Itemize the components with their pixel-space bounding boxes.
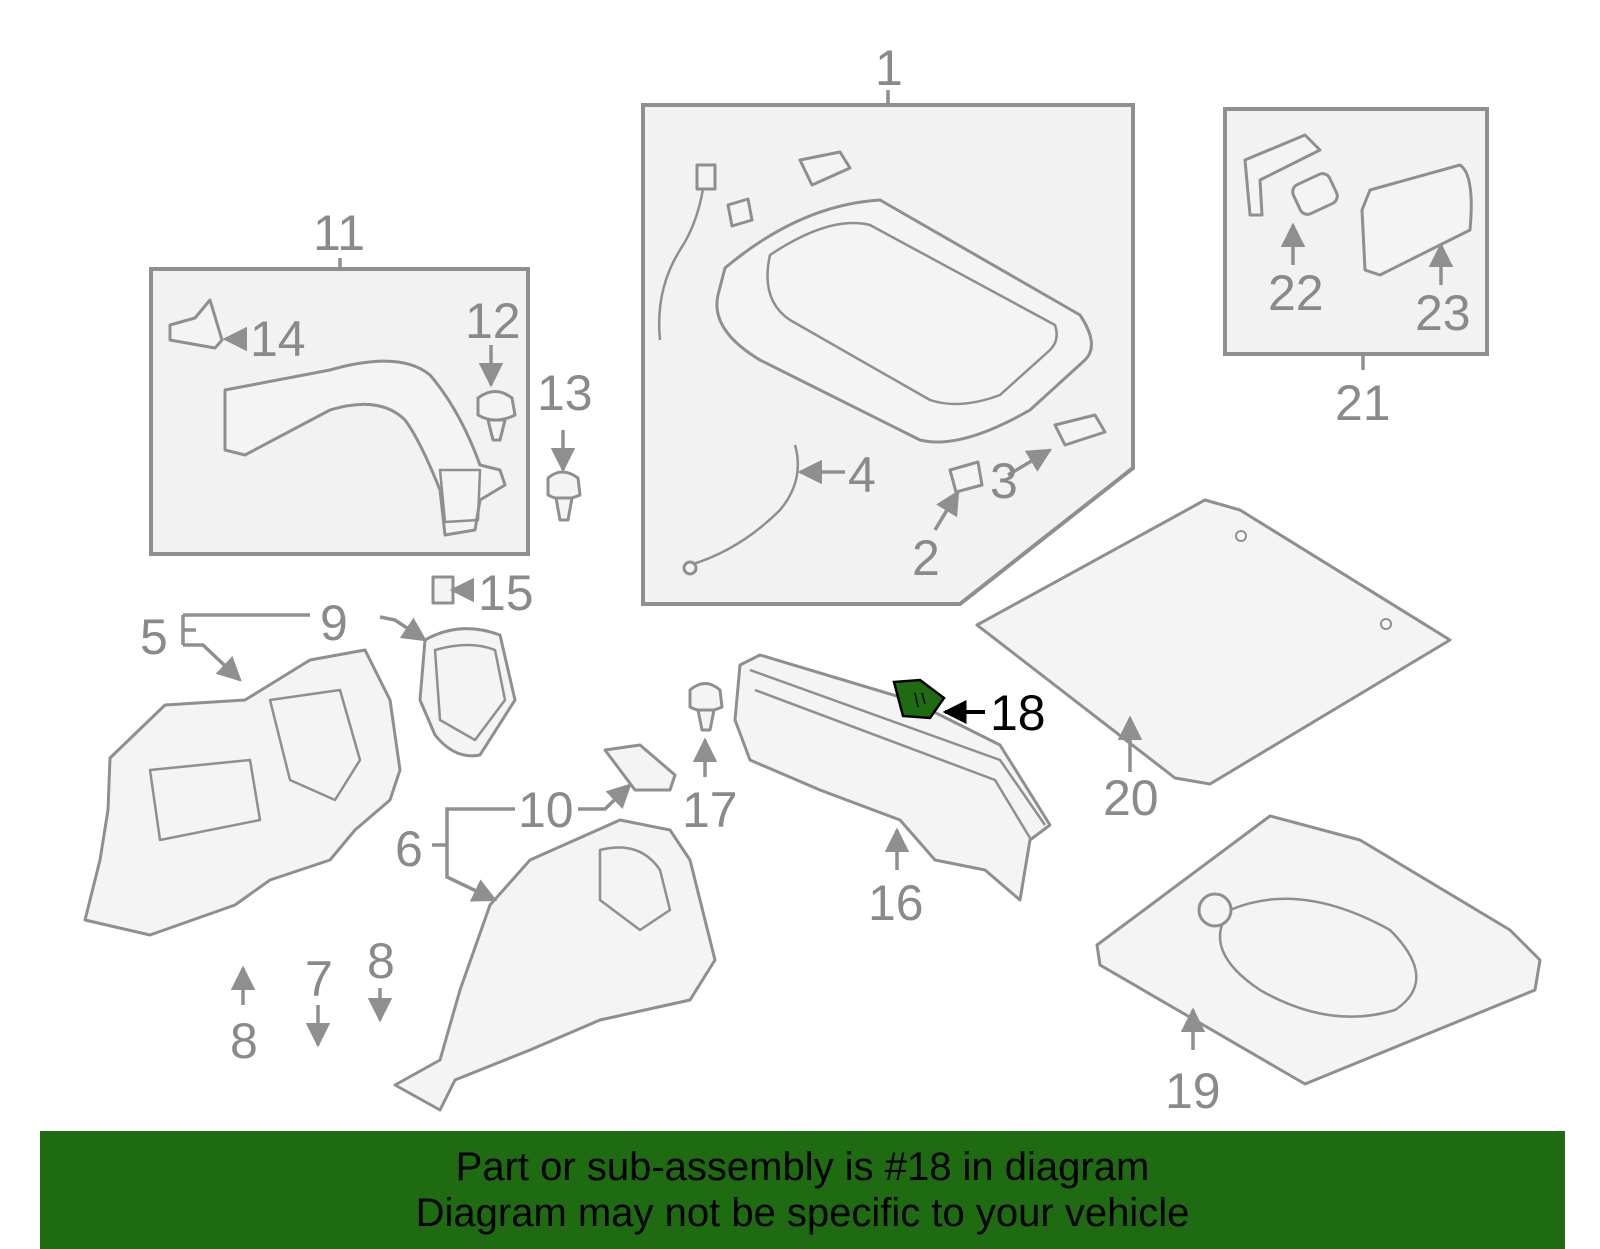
callout-3: 3 — [990, 453, 1018, 509]
callout-13: 13 — [537, 365, 593, 421]
callout-21: 21 — [1335, 375, 1391, 431]
callout-5: 5 — [140, 609, 168, 665]
callout-10: 10 — [518, 782, 574, 838]
callout-16: 16 — [868, 875, 924, 931]
callout-18: 18 — [990, 685, 1046, 741]
info-banner: Part or sub-assembly is #18 in diagram D… — [40, 1131, 1565, 1249]
callout-4: 4 — [848, 447, 876, 503]
callout-11: 11 — [313, 205, 365, 261]
callout-14: 14 — [250, 311, 306, 367]
bracket-14-part — [168, 298, 224, 350]
spare-tray-19-part[interactable] — [1095, 814, 1542, 1086]
callout-9: 9 — [320, 595, 348, 651]
callout-19: 19 — [1165, 1063, 1221, 1119]
quarter-trim-5-part[interactable] — [83, 648, 402, 937]
small-parts-21 — [1243, 133, 1473, 277]
callout-22: 22 — [1268, 265, 1324, 321]
callout-15: 15 — [478, 565, 534, 621]
leader-lines — [181, 222, 1454, 1050]
clip-17-part — [688, 682, 724, 732]
callout-20: 20 — [1103, 770, 1159, 826]
cover-18-part-highlighted[interactable] — [892, 678, 946, 720]
cover-9-part — [418, 627, 517, 758]
clip-15-part — [431, 575, 455, 605]
quarter-trim-upper-part[interactable] — [223, 359, 507, 537]
package-tray-part[interactable] — [715, 198, 1093, 444]
banner-line-1: Part or sub-assembly is #18 in diagram — [455, 1145, 1150, 1189]
callout-8b: 8 — [367, 933, 395, 989]
callout-labels: 1 2 3 4 5 6 7 8 8 9 10 11 12 13 14 15 16… — [140, 40, 1471, 1119]
clip-12-part — [476, 390, 517, 442]
cover-10-part — [603, 743, 677, 792]
clip-13-part — [546, 470, 582, 522]
bracket-parts — [726, 150, 1107, 494]
quarter-trim-6-part[interactable] — [393, 818, 717, 1112]
callout-8a: 8 — [230, 1013, 258, 1069]
callout-6: 6 — [395, 821, 423, 877]
callout-7: 7 — [305, 951, 333, 1007]
banner-line-2: Diagram may not be specific to your vehi… — [415, 1191, 1190, 1235]
callout-2: 2 — [912, 530, 940, 586]
callout-17: 17 — [682, 782, 738, 838]
callout-1: 1 — [875, 40, 903, 96]
floor-board-20-part[interactable] — [975, 498, 1452, 786]
callout-12: 12 — [465, 293, 521, 349]
callout-23: 23 — [1415, 285, 1471, 341]
